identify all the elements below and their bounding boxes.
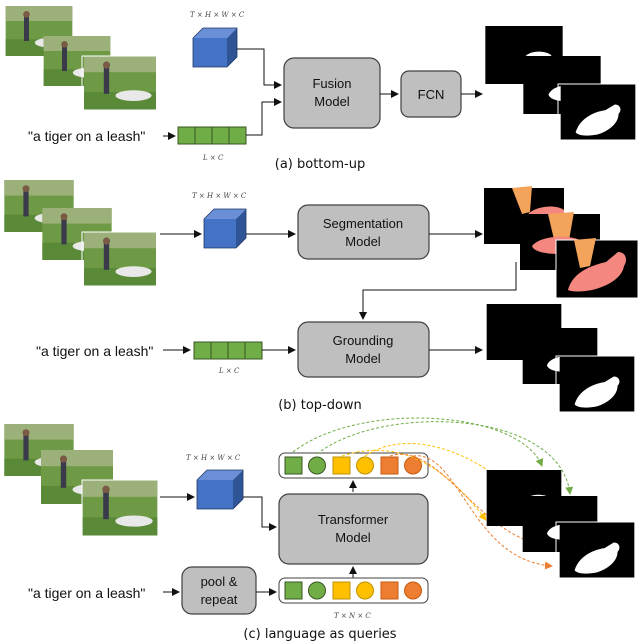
video-frames — [4, 180, 159, 287]
query-text: "a tiger on a leash" — [28, 128, 145, 144]
section-bottom-up: T × H × W × C L × C "a tiger on a leash"… — [5, 6, 639, 172]
segmentation-model-label-1: Segmentation — [323, 216, 403, 231]
output-masks — [486, 304, 639, 413]
query-text: "a tiger on a leash" — [36, 343, 153, 359]
instance-masks — [484, 186, 639, 299]
caption-c: (c) language as queries — [243, 627, 396, 642]
query-text: "a tiger on a leash" — [28, 585, 145, 601]
grounding-model-box: Grounding Model — [297, 321, 430, 378]
query-dims-label: T × N × C — [334, 612, 371, 620]
text-features — [177, 126, 247, 145]
caption-a: (a) bottom-up — [275, 157, 365, 172]
caption-b: (b) top-down — [278, 398, 362, 413]
video-dims-label: T × H × W × C — [186, 454, 241, 462]
section-language-as-queries: T × H × W × C Transformer Model — [4, 417, 639, 642]
transformer-model-label-2: Model — [335, 530, 371, 545]
fusion-model-label-1: Fusion — [312, 76, 351, 91]
green-query-arrow — [316, 421, 574, 495]
transformer-model-box: Transformer Model — [278, 493, 429, 565]
section-top-down: T × H × W × C Segmentation Model — [4, 180, 639, 413]
fcn-box: FCN — [400, 70, 462, 118]
pool-repeat-box: pool & repeat — [181, 566, 257, 615]
video-feature-cube — [196, 469, 244, 510]
grounding-model-label-1: Grounding — [333, 333, 394, 348]
text-dims-label: L × C — [202, 154, 224, 162]
input-query-row — [278, 577, 429, 604]
orange-query-arrow — [412, 455, 553, 570]
fusion-model-box: Fusion Model — [283, 57, 381, 129]
video-feature-cube — [203, 208, 247, 249]
segmentation-model-box: Segmentation Model — [297, 204, 430, 260]
transformer-model-label-1: Transformer — [318, 512, 389, 527]
video-feature-cube — [192, 27, 238, 68]
orange-query-arrow — [389, 453, 551, 550]
video-dims-label: T × H × W × C — [192, 192, 247, 200]
text-dims-label: L × C — [218, 367, 240, 375]
output-masks — [486, 470, 639, 579]
pool-repeat-label-2: repeat — [201, 592, 238, 607]
segmentation-model-label-2: Model — [345, 234, 381, 249]
grounding-model-label-2: Model — [345, 351, 381, 366]
video-frames — [4, 424, 159, 537]
text-features — [193, 341, 263, 360]
pool-repeat-label-1: pool & — [201, 574, 238, 589]
green-query-arrow — [292, 417, 544, 467]
video-frames — [5, 6, 159, 111]
fusion-model-label-2: Model — [314, 94, 350, 109]
output-masks — [485, 26, 639, 141]
output-query-row — [278, 452, 429, 479]
fcn-label: FCN — [418, 87, 445, 102]
video-dims-label: T × H × W × C — [190, 11, 245, 19]
